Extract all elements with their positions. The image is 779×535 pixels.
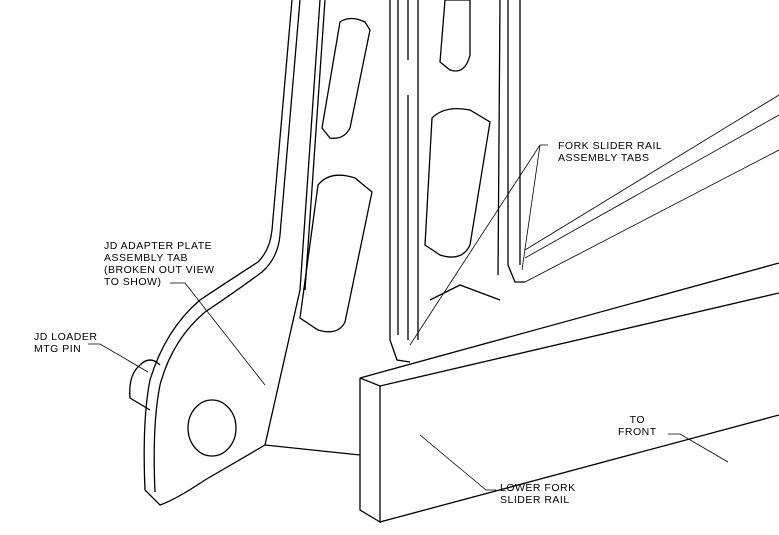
callout-line: TO: [629, 414, 646, 426]
callout-line: ASSEMBLY TABS: [558, 152, 650, 164]
callout-line: SLIDER RAIL: [500, 494, 570, 506]
callout-line: LOWER FORK: [500, 482, 576, 494]
upper-rails: [524, 94, 779, 283]
callout-line: JD ADAPTER PLATE: [104, 240, 213, 252]
callout-line: FORK SLIDER RAIL: [558, 140, 663, 152]
vertical-plates: [389, 0, 525, 363]
callout-line: MTG PIN: [34, 343, 82, 355]
callout-line: JD LOADER: [34, 331, 98, 343]
leader-lines: [88, 144, 729, 491]
callout-line: TO SHOW): [104, 276, 162, 288]
callout-line: FRONT: [618, 426, 657, 438]
slots: [299, 0, 491, 333]
gusset-plate: [143, 0, 361, 506]
loader-pin: [129, 359, 237, 457]
callout-line: (BROKEN OUT VIEW: [104, 264, 215, 276]
lower-fork-slider-rail: [359, 262, 779, 524]
callout-line: ASSEMBLY TAB: [104, 252, 189, 264]
